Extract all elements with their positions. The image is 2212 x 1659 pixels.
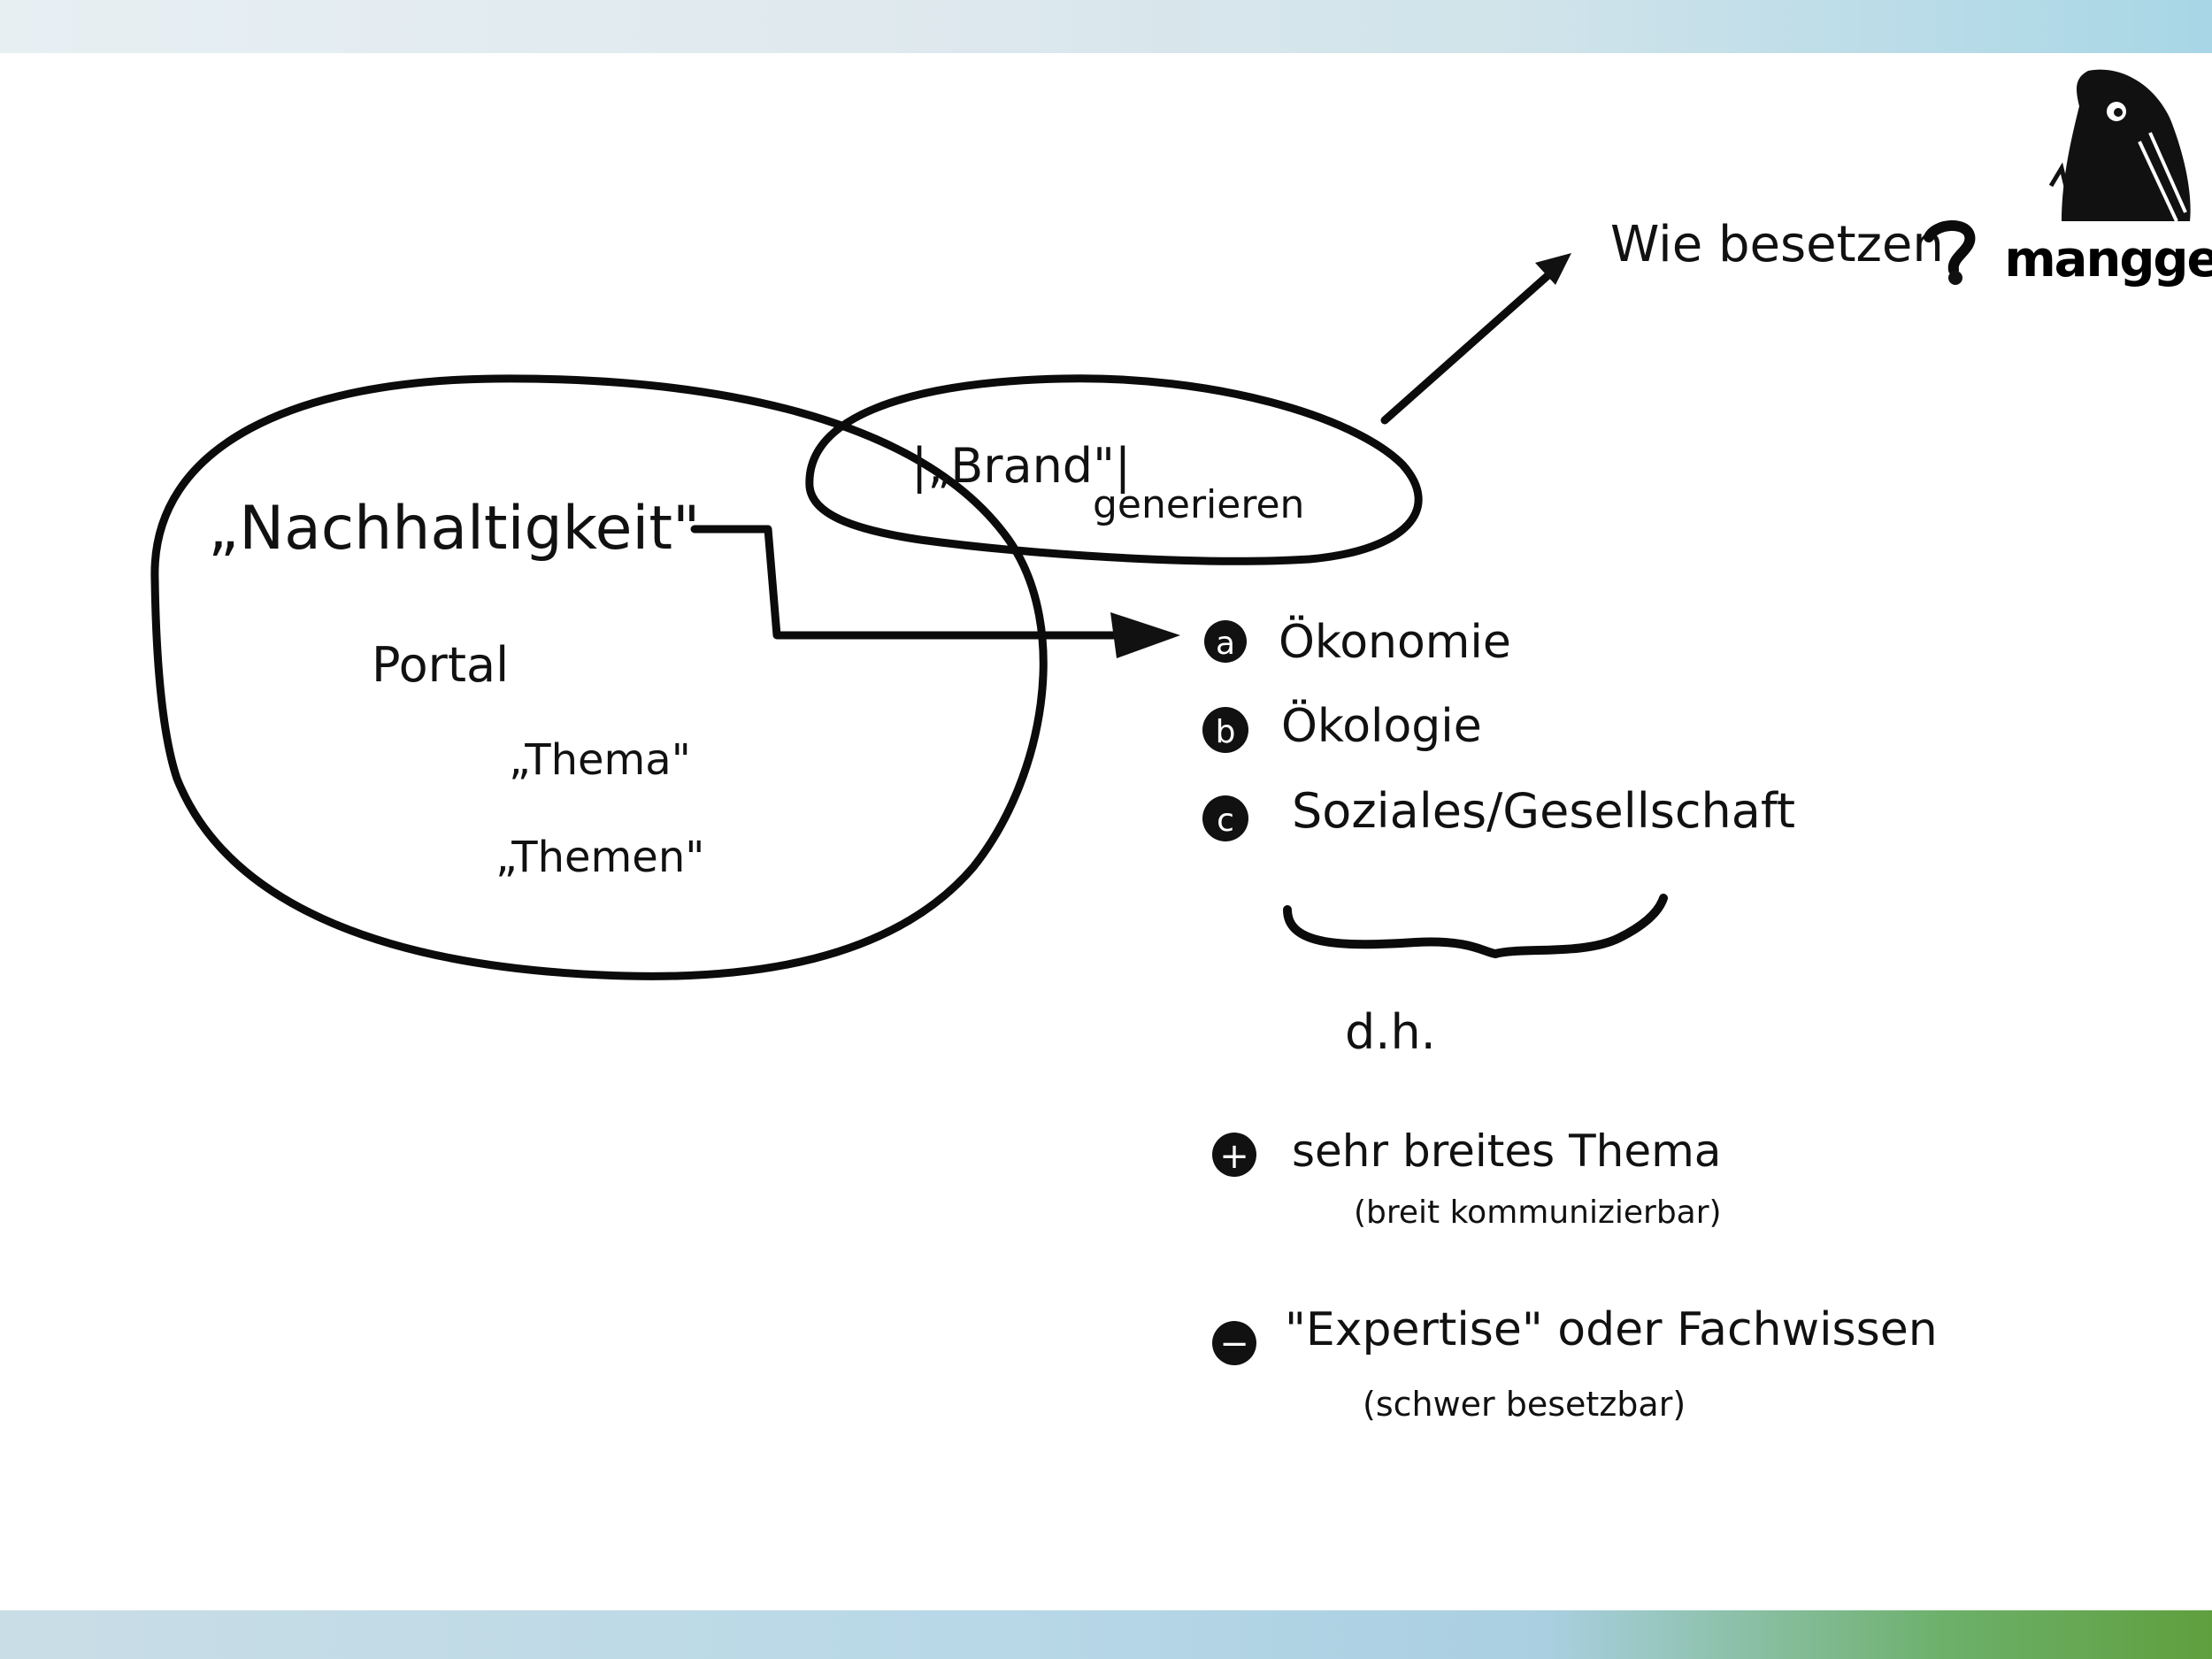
- con-note: (schwer besetzbar): [1363, 1385, 1686, 1424]
- brand-label: |„Brand"|: [911, 438, 1131, 494]
- pro-marker: +: [1219, 1136, 1249, 1177]
- pro-item: + sehr breites Thema (breit kommunizierb…: [1212, 1125, 1722, 1231]
- con-label: "Expertise" oder Fachwissen: [1285, 1303, 1938, 1356]
- dh-label: d.h.: [1345, 1004, 1436, 1060]
- question-text: Wie besetzen: [1610, 216, 1944, 273]
- dimension-label-a: Ökonomie: [1279, 615, 1511, 669]
- dimension-item-b: b Ökologie: [1202, 699, 1482, 753]
- dimension-marker-a: a: [1216, 626, 1235, 662]
- con-item: − "Expertise" oder Fachwissen (schwer be…: [1212, 1303, 1938, 1424]
- connector-arrow: [690, 525, 1180, 658]
- dimension-item-a: a Ökonomie: [1204, 615, 1511, 669]
- arrow-to-question: [1380, 253, 1571, 425]
- dimension-label-c: Soziales/Gesellschaft: [1292, 783, 1795, 839]
- underbrace: [1283, 894, 1668, 958]
- thema-label: „Thema": [509, 735, 691, 785]
- nachhaltigkeit-title: „Nachhaltigkeit": [208, 494, 700, 564]
- pro-note: (breit kommunizierbar): [1354, 1194, 1722, 1231]
- pro-label: sehr breites Thema: [1292, 1125, 1721, 1177]
- left-bubble-outline: [150, 374, 1048, 980]
- dimension-item-c: c Soziales/Gesellschaft: [1202, 783, 1795, 841]
- logo: manggei: [2004, 69, 2212, 288]
- dimension-marker-c: c: [1217, 803, 1234, 839]
- bottom-color-band: [0, 1610, 2212, 1659]
- portal-label: Portal: [372, 637, 509, 693]
- logo-text: manggei: [2004, 231, 2212, 288]
- dimension-label-b: Ökologie: [1281, 699, 1482, 753]
- top-color-band: [0, 0, 2212, 53]
- question-mark-icon: [1924, 219, 1976, 285]
- beaver-icon: [2048, 69, 2191, 222]
- dimension-marker-b: b: [1216, 714, 1236, 750]
- generieren-label: generieren: [1093, 482, 1304, 527]
- con-marker: −: [1219, 1324, 1249, 1364]
- right-bubble-outline: [805, 374, 1423, 565]
- themen-label: „Themen": [495, 833, 704, 882]
